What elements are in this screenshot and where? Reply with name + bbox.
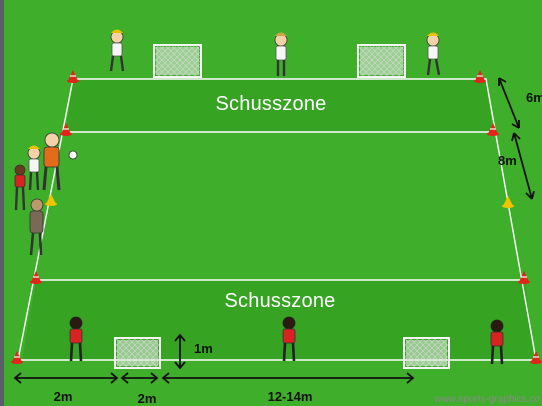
coach-icon <box>42 132 78 191</box>
dimension-label-between-goals: 12-14m <box>267 389 313 404</box>
dimension-arrow-1m <box>174 333 186 370</box>
zone-label-bottom: Schusszone <box>224 290 336 312</box>
player-white-icon <box>109 29 125 72</box>
top-left-goal <box>153 44 202 78</box>
dimension-label-1m: 1m <box>194 341 213 356</box>
cone-icon <box>530 351 542 364</box>
cone-icon <box>487 123 499 136</box>
player-red-icon <box>14 164 26 211</box>
cone-icon <box>11 351 23 364</box>
zone-label-top: Schusszone <box>215 93 327 115</box>
dimension-arrow-8m <box>511 132 535 200</box>
dimension-label-goal-width: 2m <box>137 391 157 406</box>
watermark: www.sports-graphics.co <box>434 394 540 405</box>
yellow-cone-icon <box>502 196 514 208</box>
cone-icon <box>67 70 79 83</box>
dimension-label-6m: 6m <box>526 90 542 105</box>
dimension-arrow-bottom <box>13 372 415 384</box>
dimension-arrow-6m <box>498 77 520 129</box>
player-red-icon <box>69 316 83 362</box>
top-right-goal <box>357 44 406 78</box>
left-border-strip <box>0 0 4 406</box>
player-white-icon <box>27 145 41 191</box>
player-white-icon <box>274 32 288 76</box>
cone-icon <box>518 271 530 284</box>
dimension-label-8m: 8m <box>498 153 517 168</box>
spectator-icon <box>29 198 44 256</box>
dimension-label-edge: 2m <box>53 389 73 404</box>
yellow-cone-icon <box>45 194 57 206</box>
player-red-icon <box>490 319 504 365</box>
cone-icon <box>474 70 486 83</box>
player-white-icon <box>426 32 441 76</box>
top-shooting-zone <box>66 79 493 132</box>
cone-icon <box>30 271 42 284</box>
bottom-right-goal <box>403 337 450 369</box>
bottom-left-goal <box>114 337 161 369</box>
player-red-icon <box>282 316 296 362</box>
cone-icon <box>60 123 72 136</box>
